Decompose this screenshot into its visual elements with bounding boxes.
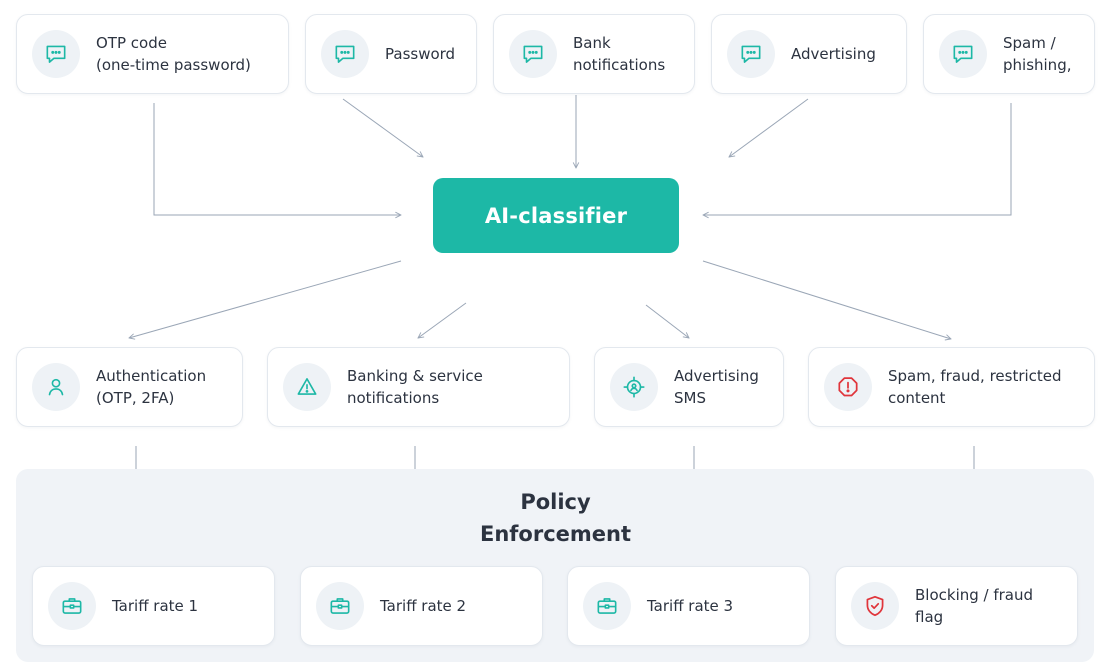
message-icon [939, 30, 987, 78]
category-card-banking-service: Banking & service notifications [267, 347, 570, 427]
ai-classifier: AI-classifier [433, 178, 679, 253]
category-label: Authentication (OTP, 2FA) [96, 367, 207, 407]
message-icon [727, 30, 775, 78]
arrow-classifier-to-spam [702, 260, 951, 339]
outcome-card-tariff-3: Tariff rate 3 [567, 566, 810, 646]
policy-enforcement-title: Policy Enforcement [479, 490, 632, 546]
message-icon [321, 30, 369, 78]
source-label: Bank notifications [573, 34, 666, 74]
arrow-advertising-to-classifier [729, 98, 809, 157]
outcome-label: Tariff rate 1 [112, 597, 199, 615]
arrow-classifier-to-authentication [129, 260, 402, 338]
category-card-spam-fraud: Spam, fraud, restricted content [808, 347, 1095, 427]
source-card-password: Password [305, 14, 477, 94]
user-icon [32, 363, 80, 411]
category-card-authentication: Authentication (OTP, 2FA) [16, 347, 243, 427]
source-label: Advertising [791, 45, 876, 63]
outcome-label: Blocking / fraud flag [915, 586, 1034, 626]
arrow-spam-to-classifier [703, 103, 1012, 215]
source-card-otp: OTP code (one-time password) [16, 14, 289, 94]
warning-icon [283, 363, 331, 411]
arrow-classifier-to-advertising-sms [645, 304, 689, 338]
arrow-classifier-to-banking [418, 302, 467, 338]
outcome-card-tariff-1: Tariff rate 1 [32, 566, 275, 646]
briefcase-icon [316, 582, 364, 630]
category-card-advertising-sms: Advertising SMS [594, 347, 784, 427]
shield-check-icon [851, 582, 899, 630]
outcome-label: Tariff rate 2 [380, 597, 467, 615]
message-icon [32, 30, 80, 78]
source-label: Spam / phishing, [1003, 34, 1072, 74]
arrow-password-to-classifier [342, 98, 423, 157]
source-card-spam-phishing: Spam / phishing, [923, 14, 1095, 94]
source-card-advertising: Advertising [711, 14, 907, 94]
stop-alert-icon [824, 363, 872, 411]
briefcase-icon [583, 582, 631, 630]
source-label: Password [385, 45, 456, 63]
outcome-card-tariff-2: Tariff rate 2 [300, 566, 543, 646]
category-label: Spam, fraud, restricted content [888, 367, 1062, 407]
source-label: OTP code (one-time password) [96, 34, 251, 74]
briefcase-icon [48, 582, 96, 630]
category-label: Advertising SMS [674, 367, 759, 407]
target-icon [610, 363, 658, 411]
arrow-otp-to-classifier [153, 103, 401, 215]
category-label: Banking & service notifications [347, 367, 483, 407]
outcome-card-blocking-fraud: Blocking / fraud flag [835, 566, 1078, 646]
message-icon [509, 30, 557, 78]
source-card-bank-notifications: Bank notifications [493, 14, 695, 94]
outcome-label: Tariff rate 3 [647, 597, 734, 615]
ai-classifier-label: AI-classifier [484, 203, 628, 228]
